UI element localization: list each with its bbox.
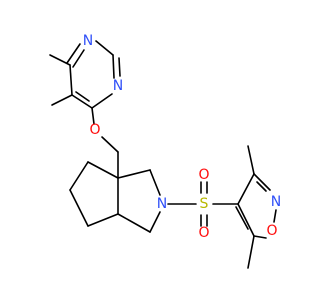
atom-o-sulfonyl-bottom: O: [198, 225, 209, 241]
atom-o-ether: O: [89, 122, 100, 138]
bond: [71, 94, 93, 109]
bond: [247, 235, 255, 269]
isoxazole-ring: [235, 145, 277, 269]
atom-labels: N N O N S O O N O: [83, 33, 281, 241]
pyrimidine-ring: [49, 40, 121, 109]
bond: [256, 181, 267, 192]
bond: [87, 161, 119, 179]
bond: [149, 169, 161, 196]
bond: [72, 49, 85, 68]
sulfonyl-group: [167, 181, 239, 227]
bond: [51, 94, 73, 106]
atom-o-isoxazole: O: [266, 223, 277, 239]
bond: [69, 64, 73, 96]
bond: [91, 107, 95, 125]
bond: [112, 54, 115, 79]
bond: [237, 203, 255, 237]
bond: [91, 93, 113, 109]
atom-n-pyrrolidine: N: [157, 196, 167, 212]
bond: [66, 43, 81, 64]
bond: [253, 235, 267, 239]
bond: [95, 40, 114, 56]
bond: [149, 211, 161, 233]
bond: [87, 213, 119, 227]
chemical-structure: N N O N S O O N O: [49, 33, 281, 269]
bond: [247, 145, 255, 175]
ether-linkage: [91, 107, 119, 153]
bond: [273, 209, 277, 223]
bond: [69, 161, 89, 191]
atom-n-pyrimidine-3: N: [113, 78, 123, 94]
bicyclic-core: [69, 151, 161, 233]
bond: [117, 213, 151, 233]
bond: [69, 189, 89, 227]
bond: [49, 54, 71, 66]
atom-n-pyrimidine-1: N: [83, 33, 93, 49]
bond: [101, 136, 119, 153]
bond: [235, 206, 249, 230]
bond: [253, 173, 271, 191]
bond: [75, 91, 90, 102]
atom-o-sulfonyl-top: O: [198, 167, 209, 183]
atom-s-sulfonyl: S: [200, 196, 209, 212]
atom-n-isoxazole: N: [271, 194, 281, 210]
bond: [117, 169, 151, 179]
bond: [118, 57, 121, 77]
bond: [237, 173, 255, 205]
